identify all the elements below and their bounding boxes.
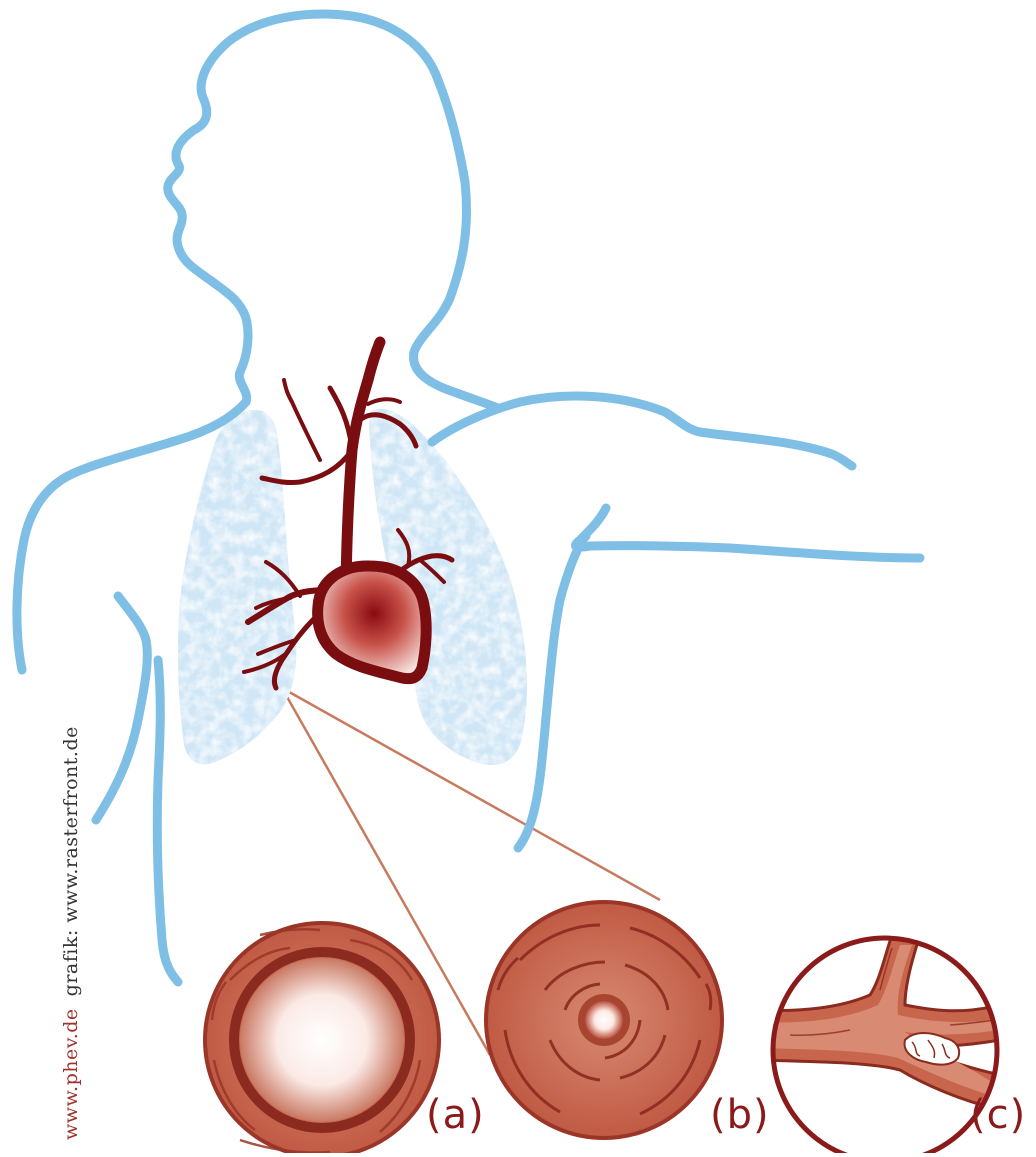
vessel-upper-right-2: [368, 399, 400, 404]
vessel-upper-left-2: [284, 380, 320, 460]
panel-label-b: (b): [710, 1092, 770, 1138]
artery-branch-c: [760, 935, 1000, 1153]
heart-body: [318, 566, 427, 679]
panel-label-c: (c): [970, 1092, 1026, 1138]
credit-line: www.phev.de grafik: www.rasterfront.de: [60, 726, 82, 1140]
left-carotid: [330, 388, 352, 448]
panel-label-a: (a): [426, 1092, 485, 1138]
heart: [318, 566, 427, 679]
artery-cross-section-b: [486, 902, 722, 1138]
waist-outline: [157, 660, 178, 982]
torso-right-outline: [518, 536, 586, 848]
artery-cross-section-a: [205, 923, 439, 1153]
credit-graphic: grafik: www.rasterfront.de: [60, 726, 82, 996]
neck-front-outline: [413, 182, 498, 408]
shoulder-outline: [432, 396, 852, 466]
torso-left-outline: [96, 596, 147, 820]
credit-site: www.phev.de: [60, 1008, 82, 1140]
arm-outline: [575, 508, 920, 558]
right-lung: [178, 410, 296, 764]
